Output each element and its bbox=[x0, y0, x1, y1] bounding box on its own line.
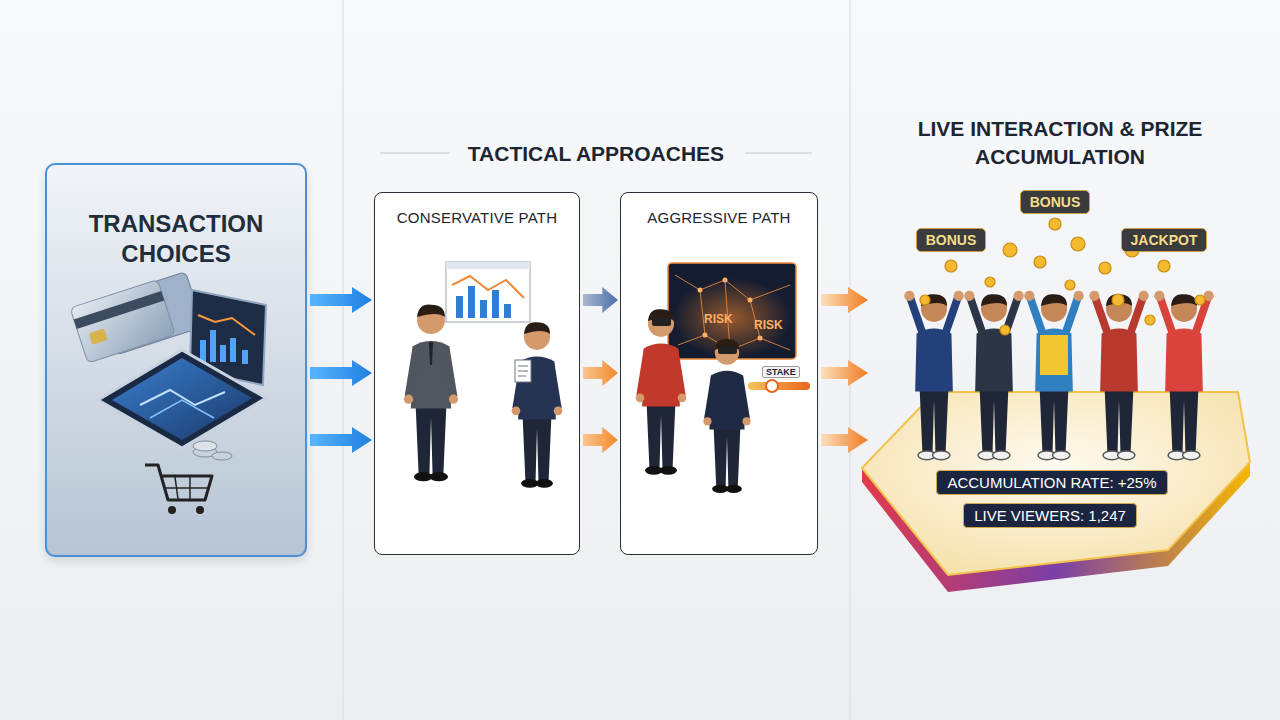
node-text: AGGRESSIVE PATH bbox=[629, 209, 809, 226]
node-text: LIVE VIEWERS: 1,247 bbox=[974, 507, 1126, 524]
screen-text-text: RISK bbox=[704, 312, 733, 326]
node-text: CONSERVATIVE PATH bbox=[383, 209, 571, 226]
flow-arrow bbox=[310, 287, 372, 313]
screen-text-text: RISK bbox=[754, 318, 783, 332]
node-text: ACCUMULATION RATE: +25% bbox=[947, 474, 1156, 491]
stat-badge: ACCUMULATION RATE: +25% bbox=[936, 470, 1167, 495]
flow-arrow bbox=[310, 427, 372, 453]
node-text: JACKPOT bbox=[1131, 232, 1198, 248]
flow-arrow bbox=[583, 360, 618, 386]
node-text: BONUS bbox=[1030, 194, 1081, 210]
node-text: TRANSACTION CHOICES bbox=[61, 209, 291, 269]
transaction-panel: TRANSACTION CHOICES bbox=[45, 163, 307, 557]
node-text: LIVE INTERACTION & PRIZE ACCUMULATION bbox=[910, 115, 1210, 170]
flow-arrow bbox=[583, 427, 618, 453]
slider-tag-text: STAKE bbox=[762, 366, 800, 378]
bonus-tag: JACKPOT bbox=[1121, 228, 1208, 252]
screen-text: RISK bbox=[754, 318, 783, 332]
section-heading-text: TACTICAL APPROACHES bbox=[468, 142, 724, 166]
flow-arrow bbox=[821, 287, 868, 313]
slider-tag: STAKE bbox=[762, 366, 800, 378]
section-heading: TACTICAL APPROACHES bbox=[468, 142, 724, 166]
prize-stage: LIVE INTERACTION & PRIZE ACCUMULATION BON… bbox=[870, 115, 1250, 590]
bonus-tag: BONUS bbox=[1020, 190, 1091, 214]
screen-text: RISK bbox=[704, 312, 733, 326]
bonus-tag: BONUS bbox=[916, 228, 987, 252]
stat-badge: LIVE VIEWERS: 1,247 bbox=[963, 503, 1137, 528]
flow-arrow bbox=[583, 287, 618, 313]
node-text: BONUS bbox=[926, 232, 977, 248]
flow-arrow bbox=[821, 427, 868, 453]
strategy-box: CONSERVATIVE PATH bbox=[374, 192, 580, 555]
flow-arrow bbox=[310, 360, 372, 386]
flow-arrow bbox=[821, 360, 868, 386]
